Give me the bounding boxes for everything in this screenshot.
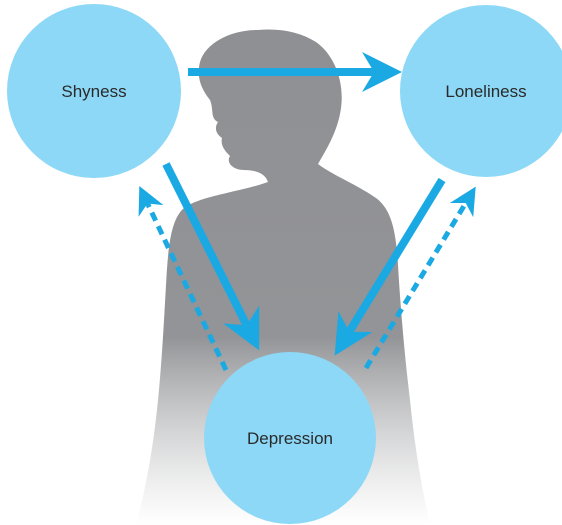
loneliness-label: Loneliness (445, 82, 526, 101)
depression-label: Depression (247, 429, 333, 448)
shyness-label: Shyness (61, 82, 126, 101)
